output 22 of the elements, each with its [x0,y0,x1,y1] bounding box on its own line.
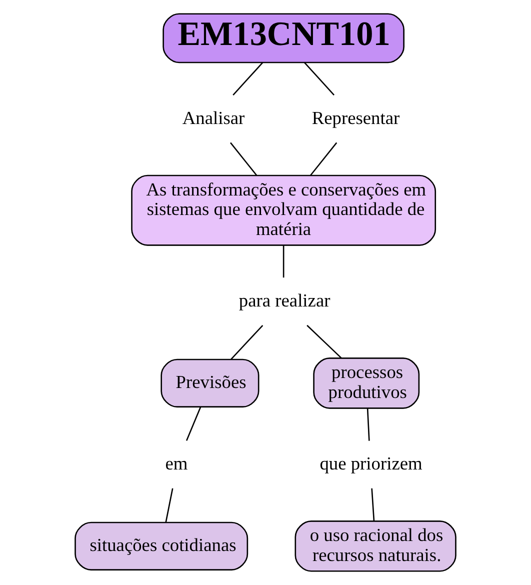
connector [306,324,342,359]
connector [230,142,258,176]
node-box: situações cotidianas [74,522,248,570]
connector [310,142,338,176]
node-text: para realizar [238,290,330,311]
connector [165,488,174,522]
node-text: Representar [312,108,400,128]
connector [366,408,370,441]
connector [304,62,335,96]
connector [230,324,264,360]
node-box: As transformações e conservações em sistemas que envolvam quantidade de matéria [131,174,436,246]
node-box: EM13CNT101 [162,13,404,64]
node-box: processos produtivos [313,358,420,409]
connector [186,406,202,441]
connector [282,245,284,278]
node-box: o uso racional dos recursos naturais. [294,520,456,572]
node-text: Analisar [182,108,245,128]
node-text: em [165,454,188,474]
connector [232,62,264,96]
node-box: Previsões [160,358,260,408]
connector [371,488,375,522]
node-text: que priorizem [320,454,422,474]
